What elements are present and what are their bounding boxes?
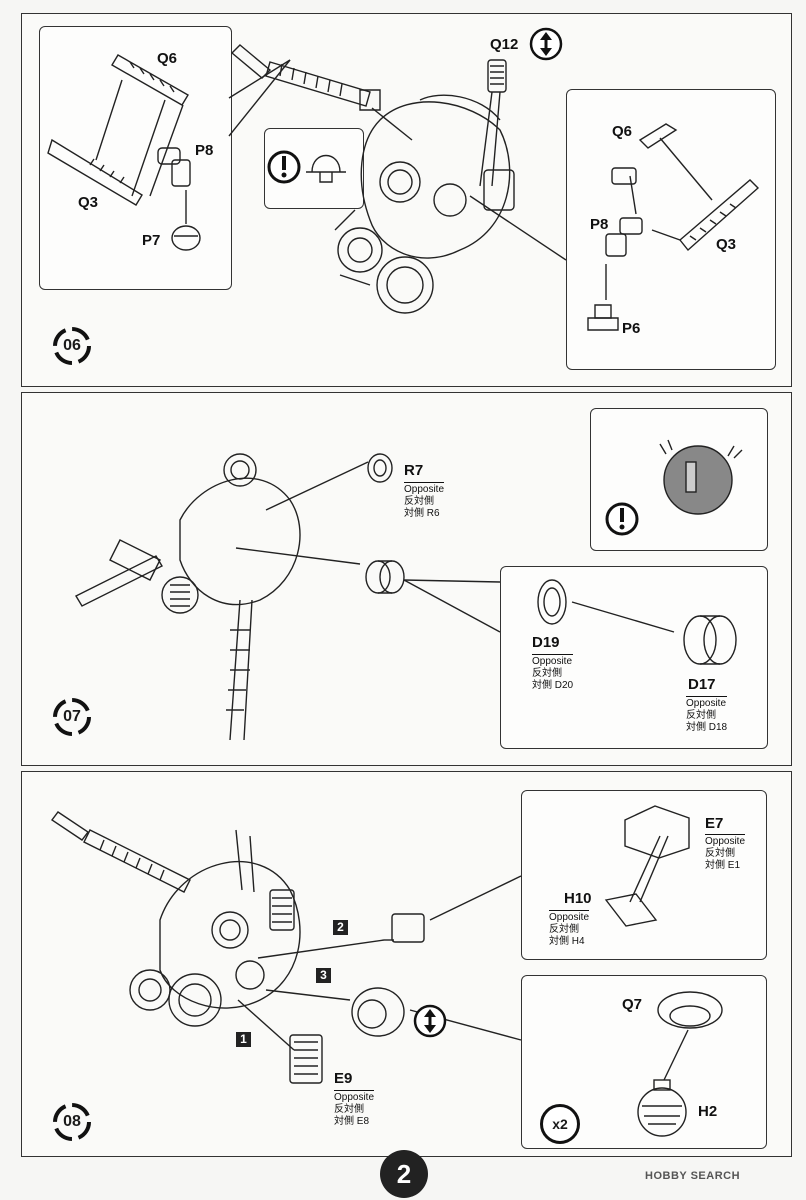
opposite-text: Opposite: [549, 910, 590, 923]
part-p7-ball: [171, 225, 201, 251]
step-08-top-callout: [521, 790, 767, 960]
opposite-part-text: 対側 R6: [404, 508, 440, 519]
opposite-text: Opposite: [532, 654, 574, 667]
part-d17-cylinder: [683, 615, 737, 665]
detail-p8-joint: [605, 217, 643, 257]
step-circle-icon: [53, 327, 91, 365]
opposite-text: Opposite: [404, 482, 445, 495]
part-d19-ring: [537, 579, 567, 625]
opposite-text: Opposite: [686, 696, 728, 709]
part-e7-block: [624, 805, 690, 859]
label-h10: H10: [564, 890, 592, 907]
watermark: HOBBY SEARCH: [645, 1170, 741, 1182]
opposite-part-text: 対側 E8: [334, 1116, 370, 1127]
sequence-badge-3: 3: [316, 968, 331, 983]
detail-label-q6: Q6: [612, 123, 633, 140]
label-d17-opposite: Opposite 反対側 対側 D18: [686, 694, 728, 734]
part-h10-plate: [604, 893, 658, 927]
opposite-part-text: 対側 E1: [705, 860, 741, 871]
label-q6: Q6: [157, 50, 178, 67]
step-circle-icon: [53, 698, 91, 736]
opposite-part-text: 対側 D18: [686, 722, 728, 733]
opposite-cn-text: 反対側: [404, 496, 434, 507]
page-number: 2: [380, 1150, 428, 1198]
peg-part-sketch: [306, 155, 346, 183]
label-q3: Q3: [78, 194, 99, 211]
part-h2-ball: [637, 1079, 687, 1137]
step-number-06: 06: [52, 326, 92, 366]
opposite-part-text: 対側 H4: [549, 936, 585, 947]
step-06-right-callout: [566, 89, 776, 370]
part-3-dome: [351, 987, 405, 1037]
detail-label-p6: P6: [622, 320, 641, 337]
label-r7: R7: [404, 462, 424, 479]
label-d19: D19: [532, 634, 560, 651]
part-p8-joint: [157, 147, 191, 187]
exclamation-icon: [605, 502, 639, 536]
sequence-badge-1: 1: [236, 1032, 251, 1047]
opposite-cn-text: 反対側: [549, 924, 579, 935]
detail-q3-arm: [679, 179, 760, 252]
part-q7-cap: [657, 991, 723, 1029]
label-h10-opposite: Opposite 反対側 対側 H4: [549, 908, 590, 948]
step-06-left-callout: [39, 26, 232, 290]
robot-body-step08: [50, 811, 301, 1027]
part-r7-ring: [367, 453, 393, 483]
detail-label-p8: P8: [590, 216, 609, 233]
label-e7: E7: [705, 815, 724, 832]
step-number-text: 06: [63, 337, 81, 354]
step-circle-icon: [53, 1103, 91, 1141]
detail-p6-ball: [587, 304, 619, 331]
part-e9-vent: [289, 1034, 323, 1084]
step-number-08: 08: [52, 1102, 92, 1142]
step-number-text: 08: [63, 1113, 81, 1130]
robot-body-step07: [75, 453, 301, 741]
opposite-text: Opposite: [334, 1090, 375, 1103]
cap-detail: [659, 439, 743, 515]
label-d17: D17: [688, 676, 716, 693]
label-q12: Q12: [490, 36, 519, 53]
multiplier-text: x2: [552, 1116, 568, 1132]
detail-label-q3: Q3: [716, 236, 737, 253]
label-e9: E9: [334, 1070, 353, 1087]
label-r7-opposite: Opposite 反対側 対側 R6: [404, 480, 445, 520]
opposite-cn-text: 反対側: [686, 710, 716, 721]
opposite-text: Opposite: [705, 834, 746, 847]
exclamation-icon: [267, 150, 301, 184]
multiplier-badge: x2: [540, 1104, 580, 1144]
part-2-block: [384, 913, 425, 943]
label-h2: H2: [698, 1103, 718, 1120]
label-p8: P8: [195, 142, 214, 159]
opposite-cn-text: 反対側: [334, 1104, 364, 1115]
updown-arrow-icon: [529, 27, 563, 61]
opposite-cn-text: 反対側: [532, 668, 562, 679]
step-number-07: 07: [52, 697, 92, 737]
step-number-text: 07: [63, 708, 81, 725]
opposite-cn-text: 反対側: [705, 848, 735, 859]
label-p7: P7: [142, 232, 161, 249]
label-e9-opposite: Opposite 反対側 対側 E8: [334, 1088, 375, 1128]
label-q7: Q7: [622, 996, 643, 1013]
sequence-badge-2: 2: [333, 920, 348, 935]
part-q3-arm: [47, 138, 143, 206]
label-e7-opposite: Opposite 反対側 対側 E1: [705, 832, 746, 872]
part-q6-arm: [111, 54, 189, 106]
updown-arrow-icon: [413, 1004, 447, 1038]
opposite-part-text: 対側 D20: [532, 680, 574, 691]
detail-q6-arm: [611, 123, 678, 185]
robot-body: [230, 44, 515, 314]
label-d19-opposite: Opposite 反対側 対側 D20: [532, 652, 574, 692]
part-d-cylinder: [365, 560, 405, 594]
